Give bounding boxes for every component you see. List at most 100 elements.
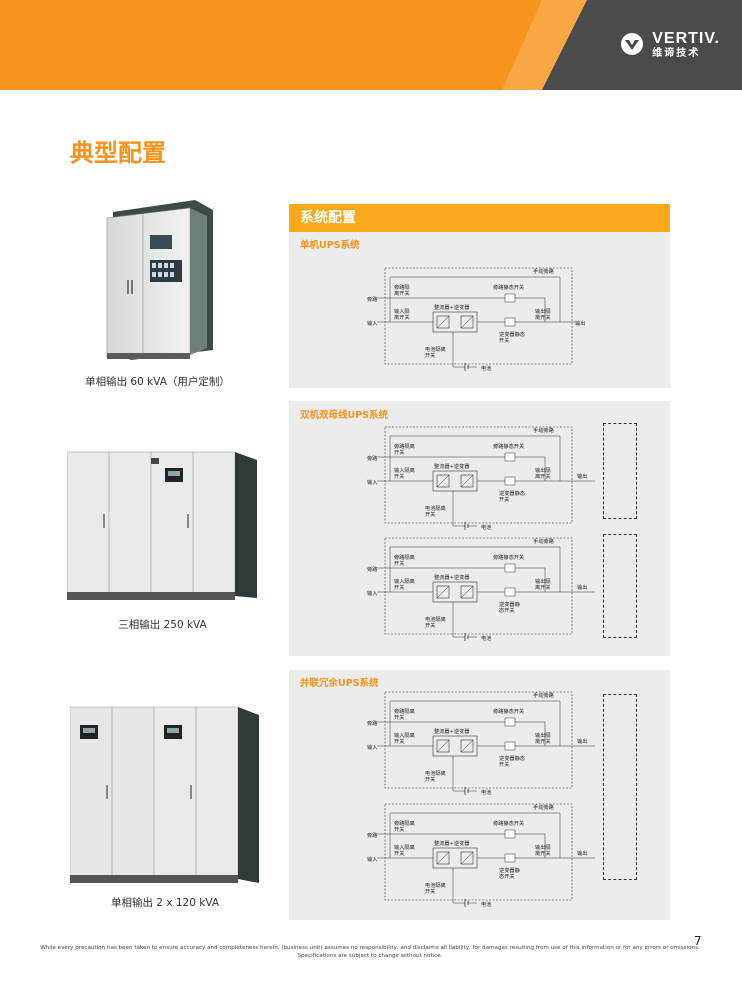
svg-text:逆变器静: 逆变器静 bbox=[499, 600, 521, 608]
svg-text:开关: 开关 bbox=[394, 472, 404, 480]
svg-text:离开关: 离开关 bbox=[535, 583, 551, 591]
svg-text:开关: 开关 bbox=[394, 849, 404, 857]
page-number: 7 bbox=[694, 934, 702, 948]
svg-text:旁路静态开关: 旁路静态开关 bbox=[493, 707, 524, 715]
svg-text:手动旁路: 手动旁路 bbox=[533, 267, 555, 275]
svg-text:态开关: 态开关 bbox=[499, 872, 515, 880]
svg-text:电池隔离: 电池隔离 bbox=[425, 769, 446, 777]
svg-text:输出: 输出 bbox=[577, 849, 587, 857]
svg-text:逆变器静: 逆变器静 bbox=[499, 866, 521, 874]
svg-text:电池隔离: 电池隔离 bbox=[425, 615, 446, 623]
svg-text:旁路静态开关: 旁路静态开关 bbox=[493, 553, 524, 561]
svg-text:逆变器静态: 逆变器静态 bbox=[499, 330, 525, 338]
svg-text:输入隔离: 输入隔离 bbox=[394, 466, 415, 474]
svg-text:旁路: 旁路 bbox=[367, 565, 378, 573]
system-config-panel-parallel: 并联冗余UPS系统 手动旁路 旁路隔离 开关 旁路静态开关 旁路 输入隔离 开关… bbox=[289, 670, 670, 920]
svg-text:电池: 电池 bbox=[481, 634, 491, 642]
svg-text:整流器+逆变器: 整流器+逆变器 bbox=[434, 462, 470, 470]
svg-text:旁路静态开关: 旁路静态开关 bbox=[493, 819, 524, 827]
svg-text:输入隔: 输入隔 bbox=[394, 307, 410, 315]
svg-text:开关: 开关 bbox=[394, 448, 404, 456]
dual-bus-diagram-a: 手动旁路 旁路隔离 开关 旁路静态开关 旁路 输入隔离 开关 输入 整流器+逆变… bbox=[367, 426, 595, 531]
svg-text:输入隔离: 输入隔离 bbox=[394, 843, 415, 851]
svg-text:开关: 开关 bbox=[425, 887, 435, 895]
svg-text:输入: 输入 bbox=[367, 855, 377, 863]
svg-text:输出隔: 输出隔 bbox=[535, 843, 551, 851]
svg-text:开关: 开关 bbox=[394, 713, 404, 721]
svg-text:电池隔离: 电池隔离 bbox=[425, 881, 446, 889]
product-photo-2x120kva bbox=[69, 703, 260, 888]
load-distribution-box-parallel bbox=[603, 694, 637, 880]
svg-text:输入隔离: 输入隔离 bbox=[394, 731, 415, 739]
svg-text:输出: 输出 bbox=[577, 472, 587, 480]
svg-text:态开关: 态开关 bbox=[499, 606, 515, 614]
svg-text:输入隔离: 输入隔离 bbox=[394, 577, 415, 585]
product-caption-60kva: 单相输出 60 kVA（用户定制） bbox=[85, 376, 230, 388]
svg-text:旁路隔离: 旁路隔离 bbox=[394, 707, 415, 715]
single-ups-diagram: 手动旁路 旁路隔 离开关 旁路静态开关 旁路 输入隔 离开关 输入 整流器+逆变… bbox=[367, 267, 585, 372]
svg-text:电池: 电池 bbox=[481, 364, 491, 372]
svg-text:开关: 开关 bbox=[394, 825, 404, 833]
logo-subtitle: 维谛技术 bbox=[652, 47, 701, 59]
svg-text:开关: 开关 bbox=[499, 760, 509, 768]
svg-text:开关: 开关 bbox=[425, 621, 435, 629]
svg-text:手动旁路: 手动旁路 bbox=[533, 803, 555, 811]
svg-text:整流器+逆变器: 整流器+逆变器 bbox=[434, 303, 470, 311]
svg-text:旁路: 旁路 bbox=[367, 295, 378, 303]
svg-text:输入: 输入 bbox=[367, 478, 377, 486]
vertiv-logo: VERTIV. 维谛技术 bbox=[620, 30, 720, 59]
svg-text:整流器+逆变器: 整流器+逆变器 bbox=[434, 573, 470, 581]
svg-text:旁路静态开关: 旁路静态开关 bbox=[493, 442, 524, 450]
system-config-banner: 系统配置 bbox=[289, 204, 670, 232]
svg-text:开关: 开关 bbox=[499, 336, 509, 344]
parallel-diagram-a: 手动旁路 旁路隔离 开关 旁路静态开关 旁路 输入隔离 开关 输入 整流器+逆变… bbox=[367, 691, 595, 796]
svg-text:手动旁路: 手动旁路 bbox=[533, 426, 555, 434]
svg-text:输入: 输入 bbox=[367, 589, 377, 597]
product-photo-60kva bbox=[95, 190, 220, 362]
svg-text:旁路静态开关: 旁路静态开关 bbox=[493, 283, 524, 291]
svg-text:输出隔: 输出隔 bbox=[535, 577, 551, 585]
section-title-single-ups: 单机UPS系统 bbox=[300, 240, 360, 251]
svg-text:开关: 开关 bbox=[394, 559, 404, 567]
svg-text:手动旁路: 手动旁路 bbox=[533, 537, 555, 545]
logo-brand: VERTIV. bbox=[652, 30, 720, 47]
svg-text:整流器+逆变器: 整流器+逆变器 bbox=[434, 839, 470, 847]
svg-text:旁路: 旁路 bbox=[367, 719, 378, 727]
svg-text:电池: 电池 bbox=[481, 900, 491, 908]
svg-text:开关: 开关 bbox=[394, 737, 404, 745]
svg-text:电池: 电池 bbox=[481, 788, 491, 796]
svg-text:离开关: 离开关 bbox=[535, 737, 551, 745]
product-caption-2x120kva: 单相输出 2 x 120 kVA bbox=[110, 897, 220, 909]
svg-text:离开关: 离开关 bbox=[394, 289, 410, 297]
load-distribution-box-a bbox=[603, 423, 637, 519]
section-title-dual-bus-ups: 双机双母线UPS系统 bbox=[300, 410, 389, 421]
system-config-panel-dual-bus: 双机双母线UPS系统 手动旁路 旁路隔离 开关 旁路静态开关 旁路 输入隔离 开… bbox=[289, 401, 670, 656]
svg-text:离开关: 离开关 bbox=[394, 313, 410, 321]
svg-text:电池: 电池 bbox=[481, 523, 491, 531]
page-title: 典型配置 bbox=[70, 139, 166, 167]
svg-text:旁路隔离: 旁路隔离 bbox=[394, 553, 415, 561]
product-photo-250kva bbox=[66, 448, 258, 606]
section-title-parallel-ups: 并联冗余UPS系统 bbox=[300, 678, 379, 689]
system-config-panel-single: 系统配置 单机UPS系统 手动旁路 bbox=[289, 204, 670, 388]
svg-text:旁路隔: 旁路隔 bbox=[394, 283, 410, 291]
svg-text:逆变器静态: 逆变器静态 bbox=[499, 754, 525, 762]
svg-text:旁路隔离: 旁路隔离 bbox=[394, 819, 415, 827]
svg-text:手动旁路: 手动旁路 bbox=[533, 691, 555, 699]
svg-text:开关: 开关 bbox=[425, 351, 435, 359]
svg-text:电池隔离: 电池隔离 bbox=[425, 504, 446, 512]
svg-text:输出: 输出 bbox=[575, 319, 585, 327]
svg-text:输出隔: 输出隔 bbox=[535, 307, 551, 315]
svg-text:电池隔离: 电池隔离 bbox=[425, 345, 446, 353]
svg-text:离开关: 离开关 bbox=[535, 313, 551, 321]
vertiv-mark-icon bbox=[621, 33, 644, 56]
svg-text:开关: 开关 bbox=[425, 775, 435, 783]
svg-text:离开关: 离开关 bbox=[535, 472, 551, 480]
svg-text:输出隔: 输出隔 bbox=[535, 731, 551, 739]
load-distribution-box-b bbox=[603, 534, 637, 638]
svg-text:开关: 开关 bbox=[499, 495, 509, 503]
dual-bus-diagram-b: 手动旁路 旁路隔离 开关 旁路静态开关 旁路 输入隔离 开关 输入 整流器+逆变… bbox=[367, 537, 595, 642]
svg-text:旁路: 旁路 bbox=[367, 831, 378, 839]
svg-text:逆变器静态: 逆变器静态 bbox=[499, 489, 525, 497]
product-caption-250kva: 三相输出 250 kVA bbox=[118, 619, 207, 631]
